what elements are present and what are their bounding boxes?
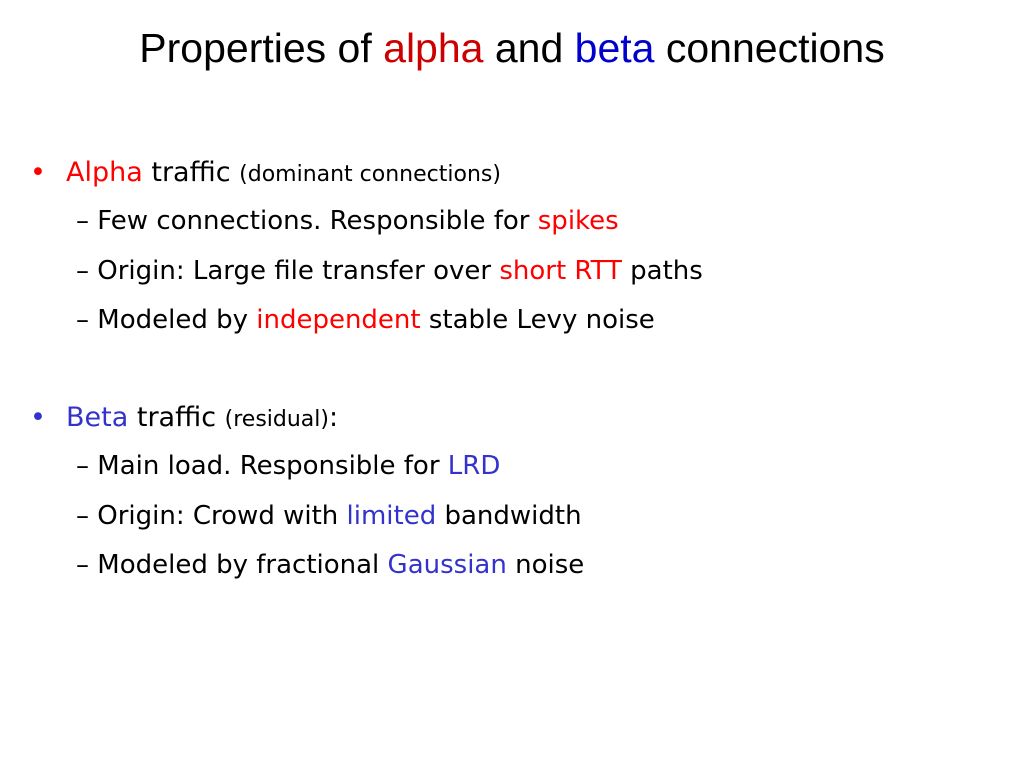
sub-item-highlight: independent bbox=[256, 305, 421, 335]
sub-item-dash: – bbox=[76, 206, 98, 236]
sub-item-dash: – bbox=[76, 451, 98, 481]
sub-item-text: Origin: Crowd with bbox=[97, 501, 347, 531]
title-text-3: connections bbox=[654, 25, 885, 71]
title-alpha-word: alpha bbox=[383, 25, 484, 71]
alpha-sub-item-origin: – Origin: Large file transfer over short… bbox=[76, 254, 703, 288]
sub-item-text: Modeled by bbox=[97, 305, 257, 335]
beta-traffic-word: traffic bbox=[128, 402, 225, 433]
sub-item-highlight: limited bbox=[346, 501, 437, 531]
sub-item-dash: – bbox=[76, 550, 98, 580]
sub-item-after: bandwidth bbox=[436, 501, 582, 531]
alpha-parenthetical: (dominant connections) bbox=[239, 162, 501, 187]
title-text-2: and bbox=[483, 25, 575, 71]
beta-sub-item-origin: – Origin: Crowd with limited bandwidth bbox=[76, 499, 582, 533]
bullet-beta-traffic: • Beta traffic (residual): bbox=[30, 400, 338, 438]
alpha-sub-item-model: – Modeled by independent stable Levy noi… bbox=[76, 303, 655, 337]
sub-item-highlight: short RTT bbox=[499, 256, 622, 286]
sub-item-dash: – bbox=[76, 256, 98, 286]
sub-item-text: Few connections. Responsible for bbox=[97, 206, 538, 236]
alpha-traffic-word: traffic bbox=[142, 157, 240, 188]
sub-item-highlight: spikes bbox=[537, 206, 619, 236]
bullet-marker-beta: • bbox=[30, 402, 46, 433]
slide-title: Properties of alpha and beta connections bbox=[0, 20, 1024, 76]
sub-item-highlight: LRD bbox=[447, 451, 501, 481]
sub-item-after: noise bbox=[506, 550, 585, 580]
sub-item-dash: – bbox=[76, 501, 98, 531]
beta-suffix: : bbox=[328, 402, 339, 433]
alpha-sub-item-spikes: – Few connections. Responsible for spike… bbox=[76, 204, 619, 238]
bullet-alpha-traffic: • Alpha traffic (dominant connections) bbox=[30, 155, 501, 193]
sub-item-text: Origin: Large file transfer over bbox=[97, 256, 500, 286]
sub-item-highlight: Gaussian bbox=[387, 550, 507, 580]
sub-item-text: Modeled by fractional bbox=[97, 550, 388, 580]
title-text-1: Properties of bbox=[139, 25, 384, 71]
sub-item-after: paths bbox=[621, 256, 703, 286]
sub-item-text: Main load. Responsible for bbox=[97, 451, 448, 481]
beta-label: Beta bbox=[66, 402, 129, 433]
beta-sub-item-lrd: – Main load. Responsible for LRD bbox=[76, 449, 500, 483]
title-beta-word: beta bbox=[574, 25, 655, 71]
beta-sub-item-model: – Modeled by fractional Gaussian noise bbox=[76, 548, 584, 582]
alpha-label: Alpha bbox=[66, 157, 143, 188]
beta-parenthetical: (residual) bbox=[224, 407, 329, 432]
sub-item-after: stable Levy noise bbox=[420, 305, 655, 335]
bullet-marker-alpha: • bbox=[30, 157, 46, 188]
sub-item-dash: – bbox=[76, 305, 98, 335]
